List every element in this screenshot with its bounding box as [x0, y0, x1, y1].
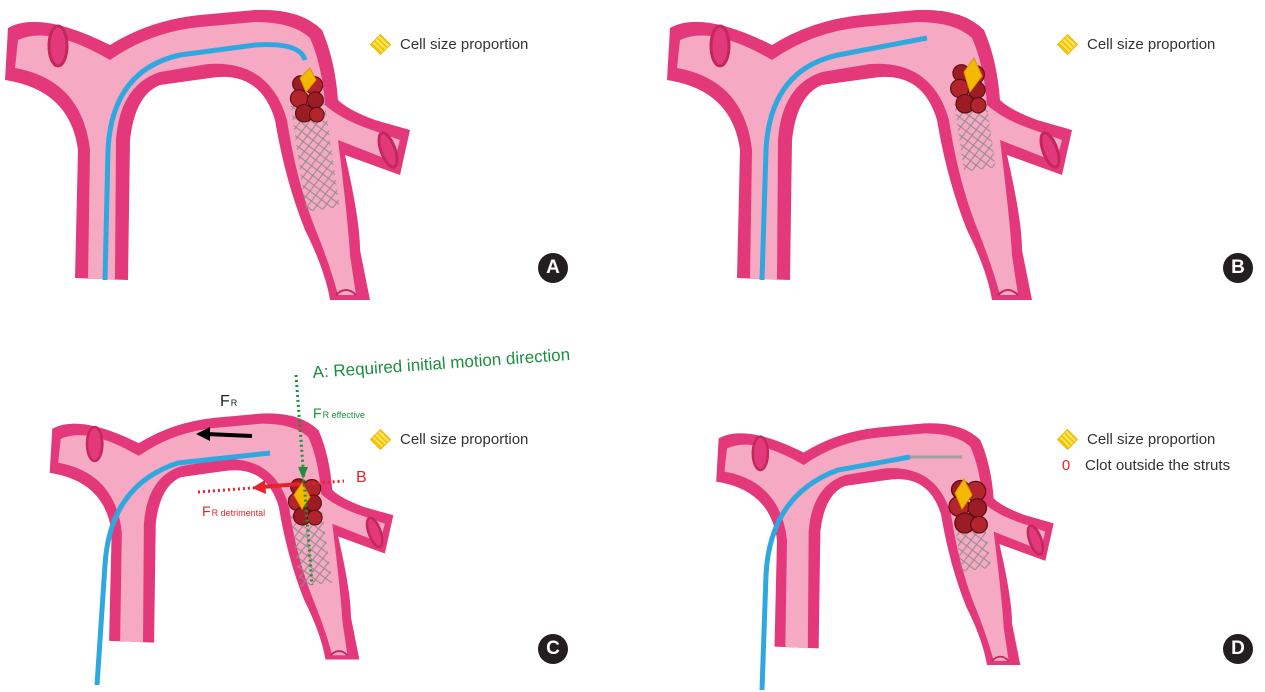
legend-label: Cell size proportion: [1087, 431, 1215, 448]
panel-label-d: D: [1223, 634, 1253, 664]
legend-label: Cell size proportion: [1087, 36, 1215, 53]
panel-label-b: B: [1223, 253, 1253, 283]
panel-c: FR A: Required initial motion direction …: [0, 345, 600, 675]
direction-b-label: B: [356, 469, 367, 487]
panel-b: Cell size proportion B: [662, 0, 1262, 330]
legend-label: Cell size proportion: [400, 431, 528, 448]
legend-label: Cell size proportion: [400, 36, 528, 53]
legend-row-cell-size: Cell size proportion: [370, 36, 528, 53]
legend-row-cell-size: Cell size proportion: [1057, 36, 1215, 53]
cell-size-icon: [1057, 34, 1078, 55]
fr-effective-label: FR effective: [313, 405, 365, 421]
legend-a: Cell size proportion: [370, 36, 528, 53]
clot-outside-marker: 0: [1057, 457, 1075, 474]
panel-d: Cell size proportion 0 Clot outside the …: [662, 345, 1262, 675]
cell-size-icon: [370, 34, 391, 55]
detrimental-force-arrow-head: [252, 480, 266, 494]
legend-c: Cell size proportion: [370, 431, 528, 448]
fr-label: FR: [220, 393, 237, 411]
legend-label: Clot outside the struts: [1085, 457, 1230, 474]
cell-size-icon: [370, 429, 391, 450]
legend-b: Cell size proportion: [1057, 36, 1215, 53]
vessel-diagram-c: [0, 345, 600, 690]
fr-detrimental-label: FR detrimental: [202, 503, 265, 519]
cell-size-icon: [1057, 429, 1078, 450]
panel-label-c: C: [538, 634, 568, 664]
legend-row-cell-size: Cell size proportion: [370, 431, 528, 448]
legend-row-clot-outside: 0 Clot outside the struts: [1057, 457, 1230, 474]
fr-arrow: [206, 434, 252, 436]
vessel-diagram-d: [662, 345, 1262, 690]
legend-row-cell-size: Cell size proportion: [1057, 431, 1230, 448]
panel-a: Cell size proportion A: [0, 0, 600, 330]
panel-label-a: A: [538, 253, 568, 283]
legend-d: Cell size proportion 0 Clot outside the …: [1057, 431, 1230, 474]
